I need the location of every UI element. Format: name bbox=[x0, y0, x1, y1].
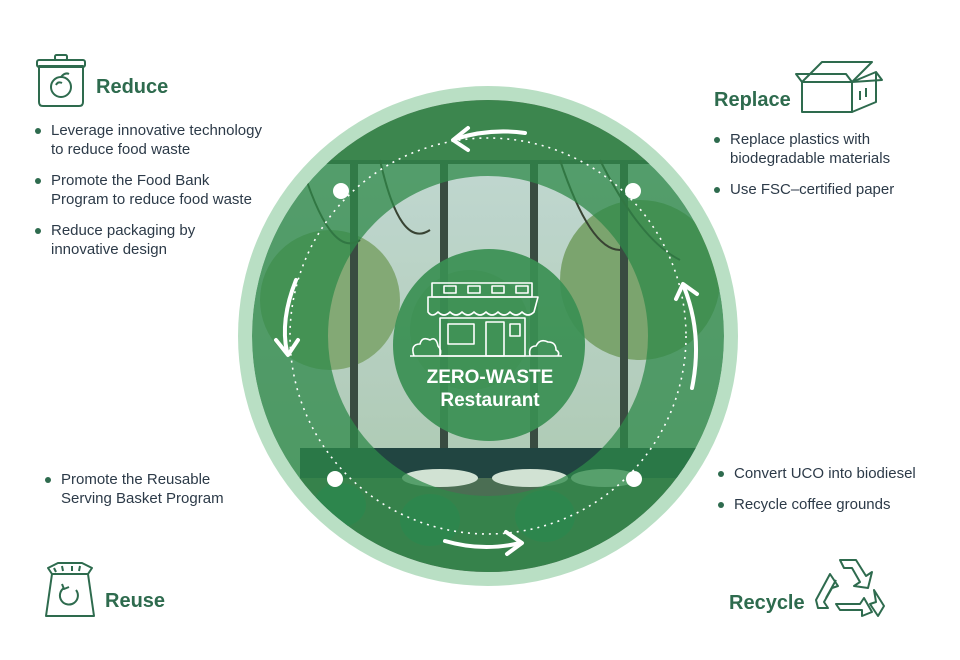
center-title-line1: ZERO-WASTE bbox=[426, 367, 554, 388]
list-item: Leverage innovative technology to reduce… bbox=[34, 121, 324, 159]
reuse-title: Reuse bbox=[105, 590, 166, 612]
node-bottom-left bbox=[327, 471, 343, 487]
reduce-list: Leverage innovative technology to reduce… bbox=[34, 121, 324, 271]
recycle-item-2: Recycle coffee grounds bbox=[734, 496, 891, 513]
dotted-path bbox=[289, 137, 687, 535]
arrow-left bbox=[274, 278, 300, 357]
list-item: Reduce packaging by innovative design bbox=[34, 221, 324, 259]
recycle-item-1: Convert UCO into biodiesel bbox=[734, 465, 916, 482]
node-top-left bbox=[333, 183, 349, 199]
replace-item-1: Replace plastics with biodegradable mate… bbox=[730, 131, 891, 167]
reduce-item-1: Leverage innovative technology to reduce… bbox=[51, 122, 262, 158]
node-bottom-right bbox=[626, 471, 642, 487]
storefront-icon bbox=[410, 282, 562, 357]
recycle-list: Convert UCO into biodiesel Recycle coffe… bbox=[717, 464, 957, 526]
reduce-item-3: Reduce packaging by innovative design bbox=[51, 222, 196, 258]
reduce-item-2: Promote the Food Bank Program to reduce … bbox=[51, 172, 252, 208]
reuse-item-1: Promote the Reusable Serving Basket Prog… bbox=[61, 471, 224, 507]
arrow-right bbox=[674, 282, 699, 390]
replace-list: Replace plastics with biodegradable mate… bbox=[713, 130, 953, 211]
recycle-title: Recycle bbox=[729, 592, 805, 614]
list-item: Use FSC–certified paper bbox=[713, 180, 953, 199]
reduce-title: Reduce bbox=[96, 76, 169, 98]
list-item: Replace plastics with biodegradable mate… bbox=[713, 130, 953, 168]
center-disc bbox=[393, 249, 585, 441]
food-container-icon bbox=[36, 54, 86, 107]
reuse-list: Promote the Reusable Serving Basket Prog… bbox=[44, 470, 284, 520]
node-top-right bbox=[625, 183, 641, 199]
list-item: Recycle coffee grounds bbox=[717, 495, 957, 514]
arrow-bottom bbox=[443, 530, 524, 556]
list-item: Promote the Food Bank Program to reduce … bbox=[34, 171, 324, 209]
replace-item-2: Use FSC–certified paper bbox=[730, 181, 895, 198]
replace-title: Replace bbox=[714, 89, 791, 111]
list-item: Convert UCO into biodiesel bbox=[717, 464, 957, 483]
recycle-icon bbox=[815, 559, 885, 617]
list-item: Promote the Reusable Serving Basket Prog… bbox=[44, 470, 284, 508]
reusable-bag-icon bbox=[45, 562, 95, 617]
arrow-top bbox=[451, 126, 527, 152]
center-title: ZERO-WASTE Restaurant bbox=[405, 366, 575, 412]
center-title-line2: Restaurant bbox=[440, 390, 540, 411]
open-box-icon bbox=[795, 61, 883, 113]
